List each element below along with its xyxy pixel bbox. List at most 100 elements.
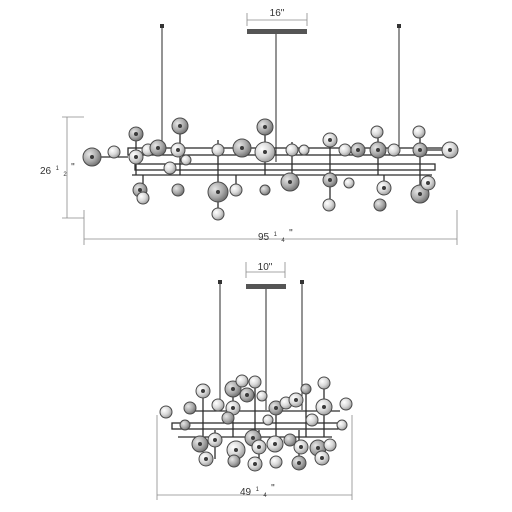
globe-socket bbox=[231, 387, 235, 391]
height-whole-long: 26 bbox=[40, 166, 52, 177]
glass-globe bbox=[322, 198, 336, 212]
glass-globe bbox=[183, 401, 197, 415]
svg-text:16": 16" bbox=[270, 8, 285, 19]
globe-socket bbox=[138, 188, 142, 192]
glass-globe bbox=[373, 198, 387, 212]
canopy-width-dimension-long: 16" bbox=[246, 8, 308, 26]
globe-cluster-long bbox=[82, 117, 459, 221]
globe-socket bbox=[316, 446, 320, 450]
globe-socket bbox=[251, 436, 255, 440]
globe-socket bbox=[328, 178, 332, 182]
glass-globe bbox=[107, 145, 121, 159]
globe-socket bbox=[257, 445, 261, 449]
glass-globe bbox=[235, 374, 249, 388]
globe-socket bbox=[356, 148, 360, 152]
width-frac-num-long: 1 bbox=[274, 232, 278, 238]
svg-text:10": 10" bbox=[258, 262, 273, 273]
glass-globe bbox=[283, 433, 297, 447]
glass-globe bbox=[412, 125, 426, 139]
globe-socket bbox=[328, 138, 332, 142]
glass-globe bbox=[338, 143, 352, 157]
globe-socket bbox=[418, 192, 422, 196]
glass-globe bbox=[259, 184, 271, 196]
width-frac-suffix-long: " bbox=[289, 228, 293, 239]
globe-socket bbox=[322, 405, 326, 409]
globe-socket bbox=[216, 190, 220, 194]
glass-globe bbox=[171, 183, 185, 197]
glass-globe bbox=[285, 143, 299, 157]
globe-socket bbox=[320, 456, 324, 460]
glass-globe bbox=[387, 143, 401, 157]
canopy-long bbox=[247, 29, 307, 34]
glass-globe bbox=[180, 154, 192, 166]
height-frac-suffix-long: " bbox=[71, 162, 75, 173]
glass-globe bbox=[317, 376, 331, 390]
width-dimension-long: 95 1 4 " bbox=[83, 210, 458, 246]
width-dimension-short: 49 1 4 " bbox=[156, 415, 353, 501]
globe-socket bbox=[234, 448, 238, 452]
glass-globe bbox=[179, 419, 191, 431]
glass-globe bbox=[211, 398, 225, 412]
globe-socket bbox=[294, 398, 298, 402]
glass-globe bbox=[269, 455, 283, 469]
globe-cluster-short bbox=[159, 374, 353, 472]
globe-socket bbox=[231, 406, 235, 410]
glass-globe bbox=[227, 454, 241, 468]
globe-socket bbox=[263, 125, 267, 129]
long-fixture-view: 16" 26 1 2 " bbox=[40, 8, 459, 246]
canopy-width-dimension-short: 10" bbox=[245, 262, 286, 278]
globe-socket bbox=[299, 445, 303, 449]
globe-socket bbox=[178, 124, 182, 128]
glass-globe bbox=[159, 405, 173, 419]
glass-globe bbox=[256, 390, 268, 402]
glass-globe bbox=[221, 411, 235, 425]
globe-socket bbox=[240, 146, 244, 150]
width-frac-den-short: 4 bbox=[263, 493, 267, 499]
svg-text:26 1 2: 26 1 2 " bbox=[40, 157, 75, 180]
globe-socket bbox=[213, 438, 217, 442]
globe-socket bbox=[198, 442, 202, 446]
glass-globe bbox=[298, 144, 310, 156]
globe-socket bbox=[274, 406, 278, 410]
height-frac-num-long: 1 bbox=[56, 166, 60, 172]
globe-socket bbox=[156, 146, 160, 150]
globe-socket bbox=[90, 155, 94, 159]
glass-globe bbox=[339, 397, 353, 411]
glass-globe bbox=[370, 125, 384, 139]
canopy-short bbox=[246, 284, 286, 289]
globe-socket bbox=[273, 442, 277, 446]
globe-socket bbox=[245, 393, 249, 397]
globe-socket bbox=[253, 462, 257, 466]
height-dimension-long: 26 1 2 " bbox=[40, 116, 84, 219]
globe-socket bbox=[201, 389, 205, 393]
glass-globe bbox=[323, 438, 337, 452]
glass-globe bbox=[229, 183, 243, 197]
globe-socket bbox=[448, 148, 452, 152]
globe-socket bbox=[134, 132, 138, 136]
globe-socket bbox=[418, 148, 422, 152]
globe-socket bbox=[297, 461, 301, 465]
suspension-cables-long bbox=[160, 24, 401, 162]
glass-globe bbox=[336, 419, 348, 431]
glass-globe bbox=[305, 413, 319, 427]
globe-socket bbox=[176, 148, 180, 152]
glass-globe bbox=[262, 414, 274, 426]
glass-globe bbox=[136, 191, 150, 205]
width-whole-short: 49 bbox=[240, 487, 252, 498]
globe-socket bbox=[204, 457, 208, 461]
globe-socket bbox=[376, 148, 380, 152]
globe-socket bbox=[426, 181, 430, 185]
globe-socket bbox=[382, 186, 386, 190]
short-fixture-view: 10" 49 1 4 " bbox=[156, 262, 353, 501]
globe-socket bbox=[134, 155, 138, 159]
svg-text:49 1 4: 49 1 4 " bbox=[240, 478, 275, 501]
glass-globe bbox=[211, 207, 225, 221]
width-frac-den-long: 4 bbox=[281, 238, 285, 244]
globe-socket bbox=[263, 150, 267, 154]
canopy-width-label-short: 10" bbox=[258, 262, 273, 273]
glass-globe bbox=[248, 375, 262, 389]
width-frac-num-short: 1 bbox=[256, 487, 260, 493]
svg-text:95 1 4: 95 1 4 " bbox=[258, 223, 293, 246]
glass-globe bbox=[343, 177, 355, 189]
